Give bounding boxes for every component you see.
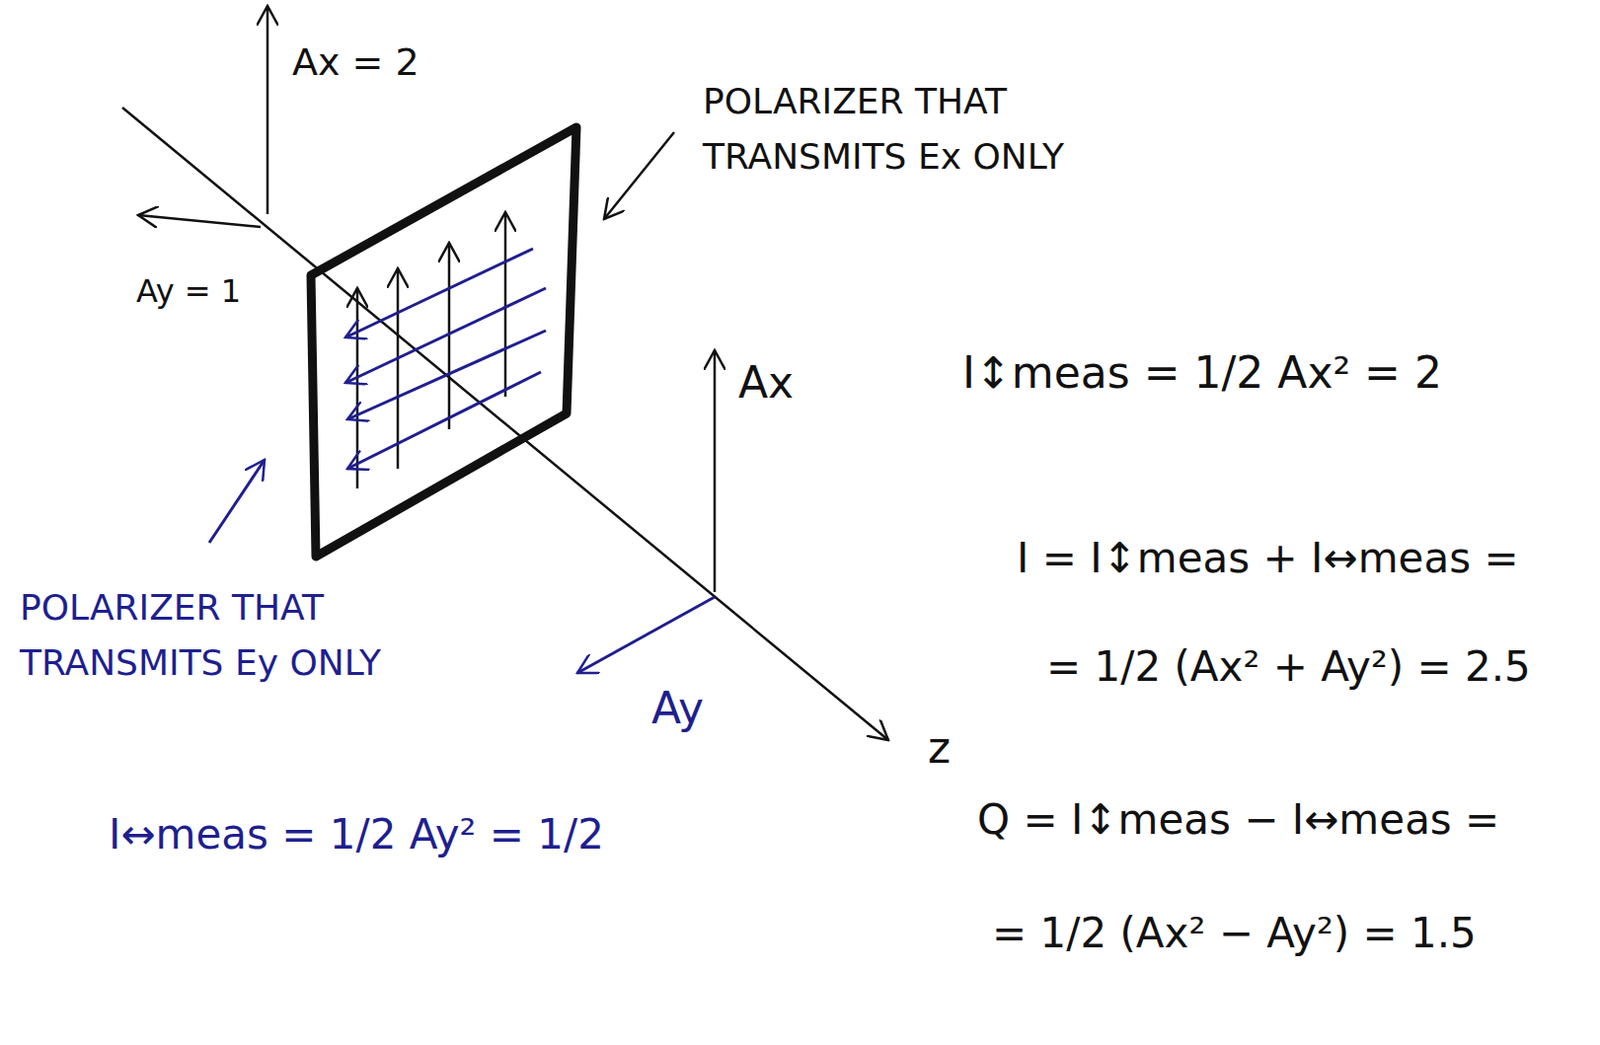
polarizer-label: POLARIZER THAT TRANSMITS Ey ONLY — [19, 580, 425, 691]
pointer-arrow-blue — [209, 459, 265, 543]
equation: = 1/2 (Ax² + Ay²) = 2.5 — [1046, 641, 1531, 694]
axis-label: Ay — [651, 681, 704, 736]
equation: I↔meas = 1/2 Ay² = 1/2 — [108, 809, 605, 862]
polarizer-frame — [310, 127, 577, 557]
ax-axis — [266, 5, 270, 215]
equation: I↕meas = 1/2 Ax² = 2 — [962, 345, 1443, 400]
ey-arrows — [345, 248, 546, 469]
axis-label: Ay = 1 — [136, 271, 241, 311]
ax-axis-2 — [713, 350, 717, 593]
axis-label: Ax = 2 — [292, 39, 420, 87]
axis-label: Ax — [738, 355, 794, 410]
ay-axis-2 — [577, 597, 715, 674]
polarizer-label: POLARIZER THAT TRANSMITS Ex ONLY — [702, 74, 1108, 185]
ay-axis — [138, 215, 261, 228]
axis-label: z — [927, 720, 951, 775]
ex-arrows — [357, 212, 506, 489]
equation: Q = I↕meas − I↔meas = — [977, 794, 1500, 847]
equation: I = I↕meas + I↔meas = — [1016, 533, 1520, 586]
pointer-arrow — [604, 132, 675, 220]
equation: = 1/2 (Ax² − Ay²) = 1.5 — [991, 908, 1477, 961]
